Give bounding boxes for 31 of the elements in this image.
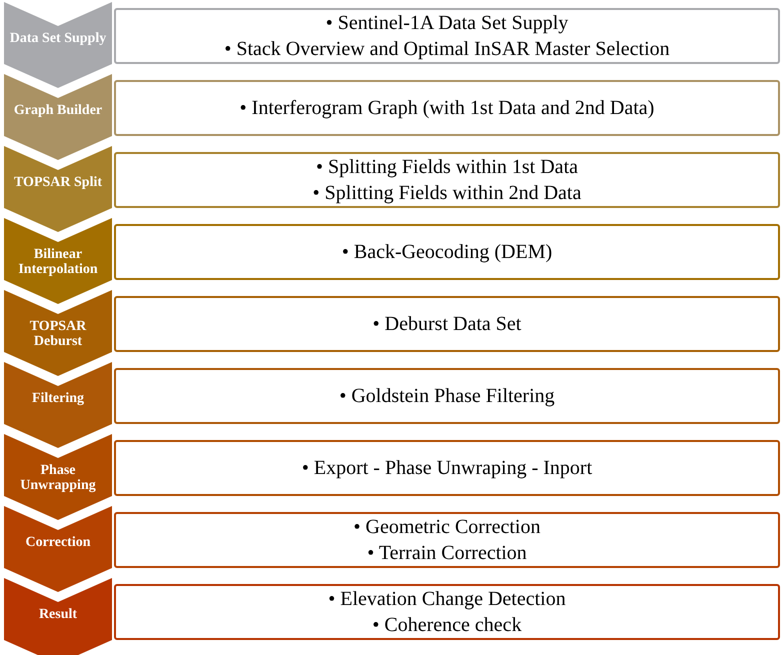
- step-detail: • Coherence check: [372, 613, 522, 638]
- step-box: [114, 440, 780, 496]
- step-box: [114, 152, 780, 208]
- step-detail: • Interferogram Graph (with 1st Data and 2nd Data): [240, 96, 654, 121]
- step-detail: • Geometric Correction: [354, 515, 540, 540]
- step-label: TOPSAR Split: [12, 176, 104, 191]
- step-box: [114, 584, 780, 640]
- step-detail: • Deburst Data Set: [372, 312, 522, 337]
- step-detail: • Sentinel-1A Data Set Supply: [326, 11, 568, 36]
- step-label: Data Set Supply: [8, 32, 108, 47]
- step-label: Graph Builder: [12, 104, 104, 119]
- step-detail: • Terrain Correction: [367, 541, 527, 566]
- step-box: [114, 368, 780, 424]
- step-box: [114, 8, 780, 64]
- step-detail: • Goldstein Phase Filtering: [339, 384, 555, 409]
- step-detail: • Splitting Fields within 1st Data: [316, 155, 578, 180]
- step-label: Phase Unwrapping: [19, 464, 97, 494]
- step-box: [114, 80, 780, 136]
- step-box: [114, 224, 780, 280]
- step-detail: • Back-Geocoding (DEM): [342, 240, 552, 265]
- step-detail: • Elevation Change Detection: [328, 587, 566, 612]
- step-label: Result: [38, 608, 78, 623]
- step-label: TOPSAR Deburst: [28, 320, 88, 350]
- step-detail: • Splitting Fields within 2nd Data: [312, 181, 582, 206]
- step-box: [114, 512, 780, 568]
- step-label: Bilinear Interpolation: [17, 248, 99, 278]
- step-label: Filtering: [30, 392, 86, 407]
- step-detail: • Stack Overview and Optimal InSAR Master Selection: [224, 37, 670, 62]
- step-box: [114, 296, 780, 352]
- step-detail: • Export - Phase Unwraping - Inport: [302, 456, 592, 481]
- step-label: Correction: [24, 536, 92, 551]
